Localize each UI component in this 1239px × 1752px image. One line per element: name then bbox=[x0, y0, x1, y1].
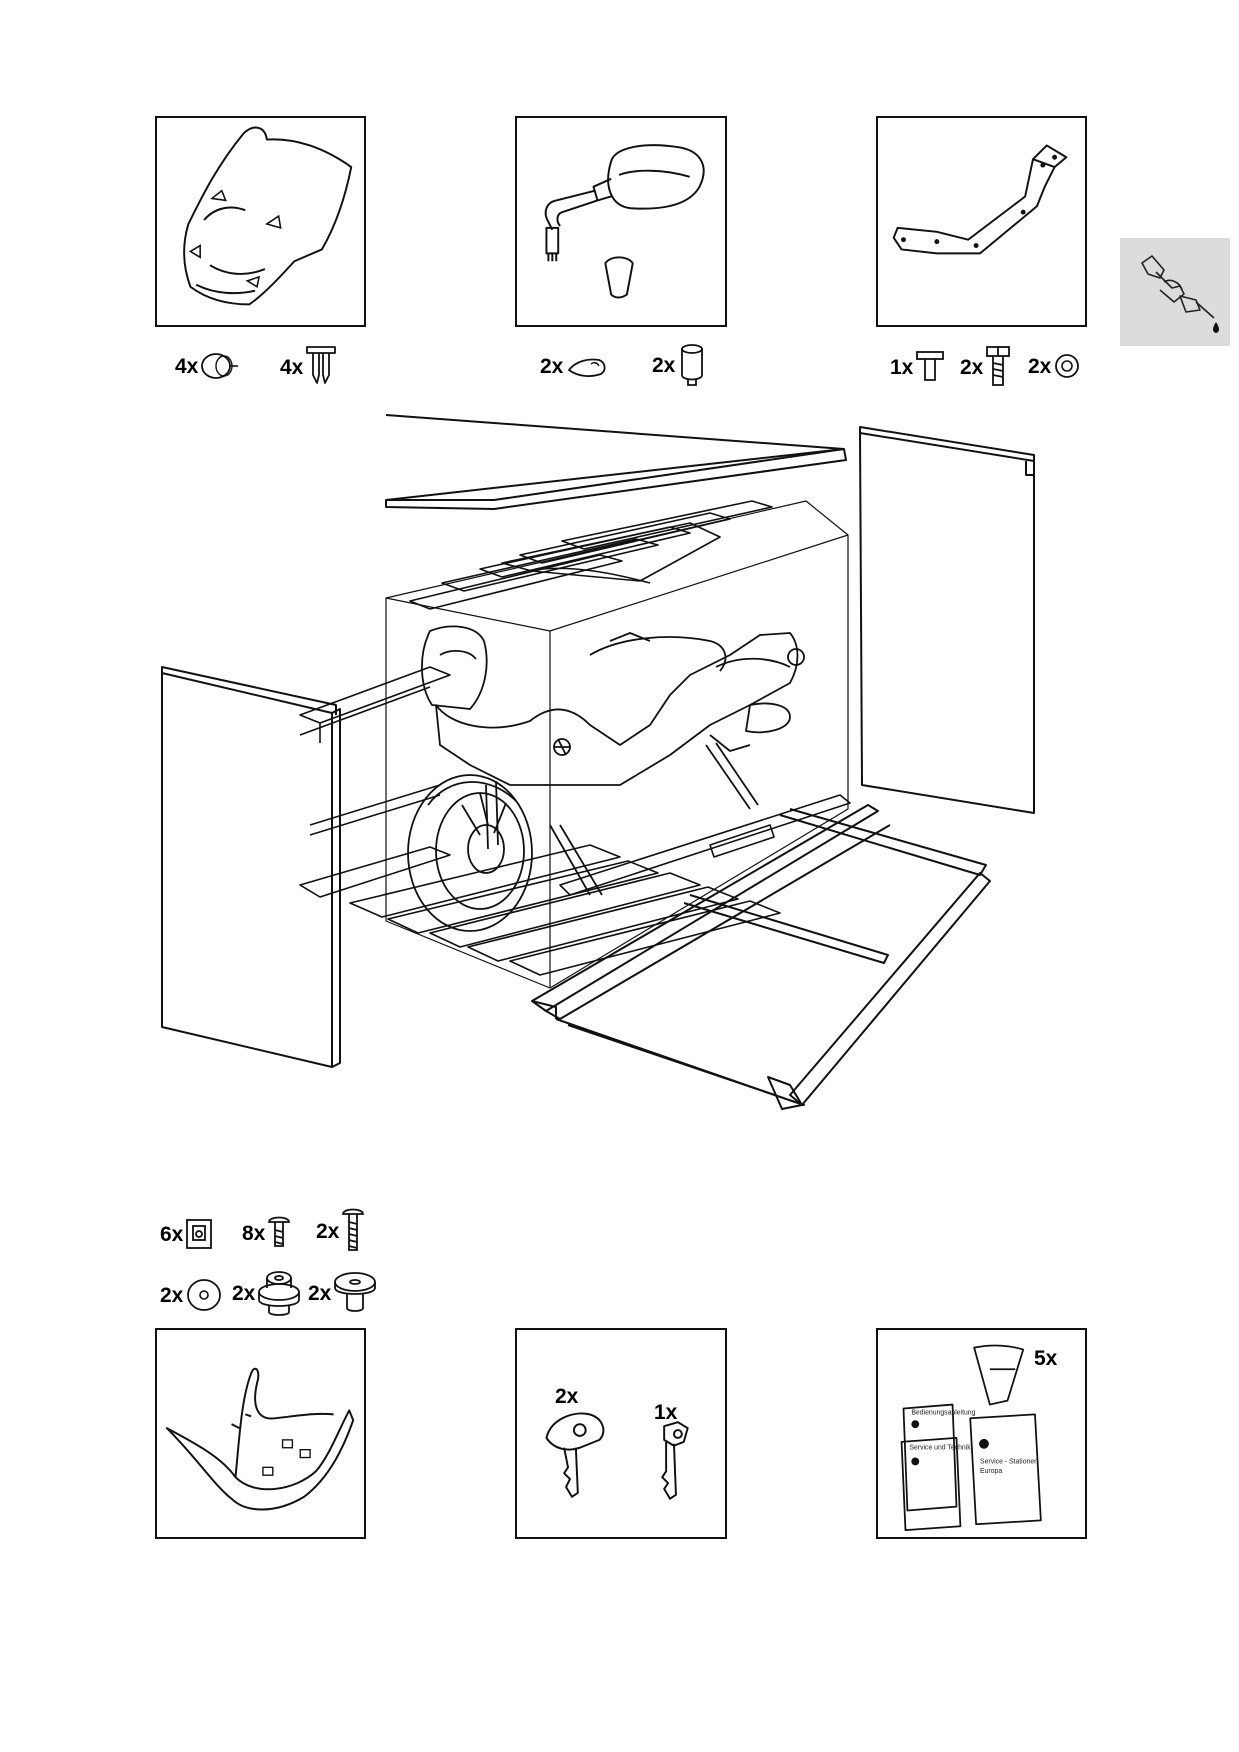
crate-floor-frame bbox=[531, 804, 991, 1110]
spacer-icon bbox=[334, 1272, 377, 1312]
crate-row2-item-1: 2x bbox=[160, 1276, 223, 1314]
book-c-title-1: Service - Stationen bbox=[980, 1458, 1038, 1465]
section-tab bbox=[1120, 238, 1230, 346]
windshield-qty-a: 4x bbox=[175, 352, 240, 380]
mirror-panel bbox=[515, 116, 727, 327]
bracket-qty-c: 2x bbox=[1028, 352, 1081, 380]
crate-base-left bbox=[299, 666, 451, 898]
crate-row2-item-2: 2x bbox=[232, 1268, 301, 1318]
expansion-rivet-icon bbox=[306, 346, 337, 384]
rubber-grommet-icon bbox=[258, 1271, 301, 1316]
crate-frame bbox=[385, 500, 849, 989]
sleeve-nut-icon bbox=[681, 344, 704, 386]
bracket-qty-a: 1x bbox=[890, 350, 945, 384]
crate-row1-item-1: 6x bbox=[160, 1218, 213, 1250]
book-b-title: Service und Technik bbox=[909, 1445, 971, 1452]
windshield-panel bbox=[155, 116, 366, 327]
flat-washer-icon bbox=[187, 1279, 222, 1311]
mirror-icon bbox=[544, 144, 705, 299]
oil-can-icon bbox=[1141, 255, 1219, 333]
crate-side-panel-right bbox=[859, 426, 1035, 814]
documents-panel: Bedienungsanleitung Service und Technik … bbox=[876, 1328, 1087, 1539]
mirror-qty-a: 2x bbox=[540, 352, 609, 380]
bracket-icon bbox=[892, 144, 1068, 255]
rubber-pad-icon bbox=[568, 358, 606, 377]
lower-fairing-icon bbox=[165, 1367, 355, 1511]
clip-nut-icon bbox=[186, 1219, 213, 1249]
crate-side-panel-left bbox=[161, 666, 341, 1068]
keys-qty-b: 1x bbox=[654, 1401, 678, 1424]
washer-icon bbox=[1055, 354, 1080, 378]
book-c-title-2: Europa bbox=[980, 1468, 1002, 1475]
documents-icon: Bedienungsanleitung Service und Technik … bbox=[900, 1344, 1042, 1532]
crate-top-slats bbox=[409, 500, 773, 610]
lower-fairing-panel bbox=[155, 1328, 366, 1539]
keys-icon bbox=[545, 1412, 689, 1500]
bracket-panel bbox=[876, 116, 1087, 327]
crate-row2-item-3: 2x bbox=[308, 1270, 377, 1316]
windshield-icon bbox=[183, 126, 353, 306]
crate-lid bbox=[385, 414, 847, 510]
windshield-qty-b: 4x bbox=[280, 345, 337, 389]
crate-row1-item-2: 8x bbox=[242, 1216, 291, 1250]
crate-row1-item-3: 2x bbox=[316, 1208, 365, 1254]
keys-qty-a: 2x bbox=[555, 1385, 579, 1408]
crate-pallet bbox=[349, 794, 851, 976]
hex-bolt-icon bbox=[986, 346, 1011, 386]
documents-qty: 5x bbox=[1034, 1347, 1058, 1370]
mirror-qty-b: 2x bbox=[652, 343, 707, 387]
keys-panel: 2x 1x bbox=[515, 1328, 727, 1539]
wing-bolt-icon bbox=[916, 351, 945, 381]
motorcycle bbox=[407, 625, 805, 932]
book-a-title: Bedienungsanleitung bbox=[911, 1409, 975, 1416]
grommet-icon bbox=[201, 353, 239, 379]
short-screw-icon bbox=[268, 1216, 291, 1247]
bracket-qty-b: 2x bbox=[960, 345, 1011, 389]
long-screw-icon bbox=[342, 1208, 365, 1251]
exploded-crate-illustration bbox=[161, 414, 1035, 1110]
